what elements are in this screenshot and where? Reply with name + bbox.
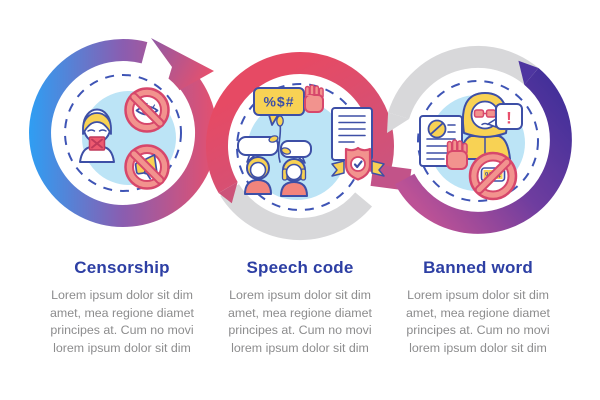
step-1-text-block: Censorship Lorem ipsum dolor sit dim ame… <box>32 258 212 357</box>
banned-grawlix-icon: %$# <box>468 151 518 201</box>
ribbon-tail <box>218 182 238 204</box>
step-3-loop-ring <box>370 45 572 234</box>
step-title: Banned word <box>423 258 533 277</box>
step-2-loop-ring <box>206 52 394 241</box>
gray-segment <box>220 183 373 241</box>
person <box>280 158 308 197</box>
leaf <box>280 147 292 155</box>
no-megaphone-icon <box>124 144 170 190</box>
restricted-document-icon <box>419 115 463 167</box>
grawlix-text: %$# <box>263 94 294 110</box>
step-description: Lorem ipsum dolor sit dim amet, mea regi… <box>228 288 372 355</box>
sunglasses <box>473 109 485 118</box>
prohibition-slash <box>129 92 165 128</box>
ribbon-crossing <box>370 164 412 191</box>
ribbon-tail <box>387 112 410 133</box>
certificate-shield-icon <box>331 107 385 181</box>
leaf <box>268 135 279 143</box>
dashed-circle <box>64 74 182 192</box>
crimson-segment <box>206 52 394 193</box>
step-title: Censorship <box>74 258 170 277</box>
step-description: Lorem ipsum dolor sit dim amet, mea regi… <box>406 288 550 355</box>
step-title: Speech code <box>246 258 354 277</box>
person <box>244 156 272 195</box>
step-2-text-block: Speech code Lorem ipsum dolor sit dim am… <box>210 258 390 357</box>
stop-hand-icon <box>446 139 468 170</box>
checkmark <box>353 160 363 169</box>
step-3-text-block: Banned word Lorem ipsum dolor sit dim am… <box>388 258 568 357</box>
no-eye-icon <box>124 87 170 133</box>
grawlix-speech-bubble-icon: %$# <box>253 87 305 126</box>
step-description: Lorem ipsum dolor sit dim amet, mea regi… <box>50 288 194 355</box>
talking-people-icon <box>237 115 312 197</box>
purple-segment <box>395 68 572 234</box>
ribbon-tip <box>518 60 539 85</box>
prohibition-slash <box>474 157 512 195</box>
sunglasses <box>485 109 497 118</box>
prohibition-slash <box>129 149 165 185</box>
stop-hand-icon <box>304 84 324 113</box>
censored-woman-icon <box>79 108 115 163</box>
exclamation-text: ! <box>506 109 512 128</box>
vine-stem <box>277 123 282 163</box>
exclamation-bubble-icon: ! <box>487 103 523 130</box>
dashed-circle <box>417 80 539 202</box>
leaf <box>276 115 284 127</box>
